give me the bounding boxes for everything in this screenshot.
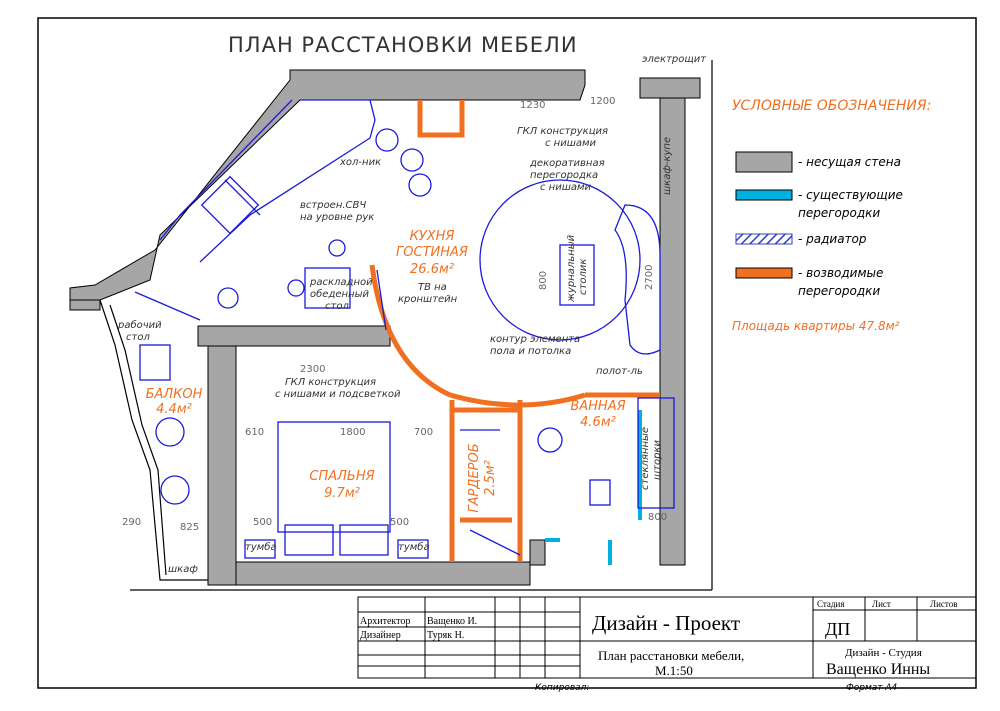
room-living-label: ГОСТИНАЯ <box>396 245 468 260</box>
svg-text:800: 800 <box>538 271 549 290</box>
svg-text:стол: стол <box>325 301 349 312</box>
svg-text:- возводимые: - возводимые <box>798 266 883 280</box>
legend-swatch-existing <box>735 189 793 201</box>
legend: УСЛОВНЫЕ ОБОЗНАЧЕНИЯ: - несущая стена - … <box>732 98 931 333</box>
svg-text:Туряк Н.: Туряк Н. <box>427 630 464 641</box>
room-wardrobe-area: 2.5м² <box>483 460 498 496</box>
svg-text:М.1:50: М.1:50 <box>655 663 693 678</box>
svg-text:Архитектор: Архитектор <box>360 616 410 627</box>
furniture <box>134 99 675 559</box>
room-labels: КУХНЯ ГОСТИНАЯ 26.6м² СПАЛЬНЯ 9.7м² БАЛК… <box>146 229 626 513</box>
svg-text:декоративная: декоративная <box>529 158 605 169</box>
svg-text:Лист: Лист <box>872 599 891 609</box>
svg-text:шкаф-купе: шкаф-купе <box>662 137 673 195</box>
room-kitchen-label: КУХНЯ <box>410 229 455 244</box>
svg-text:перегородки: перегородки <box>798 206 880 220</box>
title-block <box>357 596 977 679</box>
room-bath-area: 4.6м² <box>580 415 616 430</box>
plan-title: ПЛАН РАССТАНОВКИ МЕБЕЛИ <box>228 33 578 57</box>
svg-text:пола и потолка: пола и потолка <box>490 346 571 357</box>
room-bath-label: ВАННАЯ <box>570 399 625 414</box>
svg-text:800: 800 <box>648 512 667 523</box>
svg-text:2700: 2700 <box>644 265 655 290</box>
svg-text:Дизайнер: Дизайнер <box>360 630 401 641</box>
new-partitions <box>369 100 660 562</box>
balcony-outline <box>99 299 208 581</box>
dimensions: 1230 1200 1800 2300 610 700 800 2700 290… <box>122 96 667 533</box>
svg-text:- несущая стена: - несущая стена <box>798 155 901 169</box>
svg-text:тумба: тумба <box>398 541 430 553</box>
svg-text:с нишами: с нишами <box>540 182 592 193</box>
annotations: электрощит ГКЛ конструкция с нишами деко… <box>117 54 707 575</box>
room-bedroom-label: СПАЛЬНЯ <box>309 469 374 484</box>
svg-text:План расстановки мебели,: План расстановки мебели, <box>598 648 744 663</box>
room-balcony-label: БАЛКОН <box>146 387 203 402</box>
svg-text:стеклянные: стеклянные <box>640 427 651 490</box>
legend-swatch-radiator <box>735 233 793 245</box>
svg-text:ДП: ДП <box>825 619 850 639</box>
stamp-text: Архитектор Ващенко И. Дизайнер Туряк Н. … <box>360 599 957 693</box>
svg-text:- существующие: - существующие <box>798 188 903 202</box>
svg-text:1200: 1200 <box>590 96 615 107</box>
svg-text:2300: 2300 <box>300 364 325 375</box>
svg-text:контур элемента: контур элемента <box>490 334 580 345</box>
existing-partitions <box>545 410 642 565</box>
svg-text:290: 290 <box>122 517 141 528</box>
svg-text:раскладной: раскладной <box>309 277 373 288</box>
svg-text:ГКЛ конструкция: ГКЛ конструкция <box>285 377 376 388</box>
room-wardrobe-label: ГАРДЕРОБ <box>467 443 482 512</box>
svg-text:Ващенко Инны: Ващенко Инны <box>826 661 930 678</box>
svg-text:обеденный: обеденный <box>310 288 369 300</box>
svg-text:825: 825 <box>180 522 199 533</box>
svg-text:Листов: Листов <box>930 599 957 609</box>
svg-text:столик: столик <box>578 259 589 295</box>
legend-swatch-bearing <box>735 151 793 173</box>
svg-text:тумба: тумба <box>245 541 277 553</box>
sheet-frame <box>37 17 977 689</box>
svg-text:Ващенко И.: Ващенко И. <box>427 616 477 627</box>
legend-title: УСЛОВНЫЕ ОБОЗНАЧЕНИЯ: <box>732 98 931 114</box>
svg-text:700: 700 <box>414 427 433 438</box>
svg-text:перегородка: перегородка <box>530 170 598 181</box>
room-kitchen-area: 26.6м² <box>410 262 454 277</box>
svg-text:ГКЛ конструкция: ГКЛ конструкция <box>517 126 608 137</box>
svg-text:Стадия: Стадия <box>817 599 844 609</box>
svg-text:с нишами и подсветкой: с нишами и подсветкой <box>275 389 401 400</box>
svg-text:500: 500 <box>253 517 272 528</box>
svg-text:1230: 1230 <box>520 100 545 111</box>
svg-text:- радиатор: - радиатор <box>798 232 867 246</box>
svg-text:встроен.СВЧ: встроен.СВЧ <box>300 200 366 211</box>
svg-text:перегородки: перегородки <box>798 284 880 298</box>
svg-text:ТВ на: ТВ на <box>418 282 447 293</box>
svg-text:с нишами: с нишами <box>545 138 597 149</box>
svg-text:610: 610 <box>245 427 264 438</box>
svg-text:журнальный: журнальный <box>566 234 577 303</box>
svg-text:1800: 1800 <box>340 427 365 438</box>
bearing-walls <box>69 69 701 586</box>
legend-swatch-new <box>735 267 793 279</box>
svg-text:хол-ник: хол-ник <box>339 157 381 168</box>
room-bedroom-area: 9.7м² <box>324 486 360 501</box>
svg-text:Копировал:: Копировал: <box>535 683 589 693</box>
legend-area: Площадь квартиры 47.8м² <box>732 319 900 333</box>
project-title: Дизайн - Проект <box>592 611 740 635</box>
svg-text:шторки: шторки <box>652 440 663 480</box>
svg-text:кронштейн: кронштейн <box>398 294 458 305</box>
svg-text:Дизайн - Студия: Дизайн - Студия <box>845 647 922 659</box>
svg-text:Формат А4: Формат А4 <box>846 683 898 693</box>
room-balcony-area: 4.4м² <box>156 402 192 417</box>
svg-text:на уровне рук: на уровне рук <box>300 212 374 223</box>
svg-text:рабочий: рабочий <box>117 319 162 331</box>
svg-text:500: 500 <box>390 517 409 528</box>
svg-text:электрощит: электрощит <box>642 54 707 65</box>
svg-text:стол: стол <box>126 332 150 343</box>
svg-text:полот-ль: полот-ль <box>596 366 643 377</box>
svg-text:шкаф: шкаф <box>168 564 198 575</box>
